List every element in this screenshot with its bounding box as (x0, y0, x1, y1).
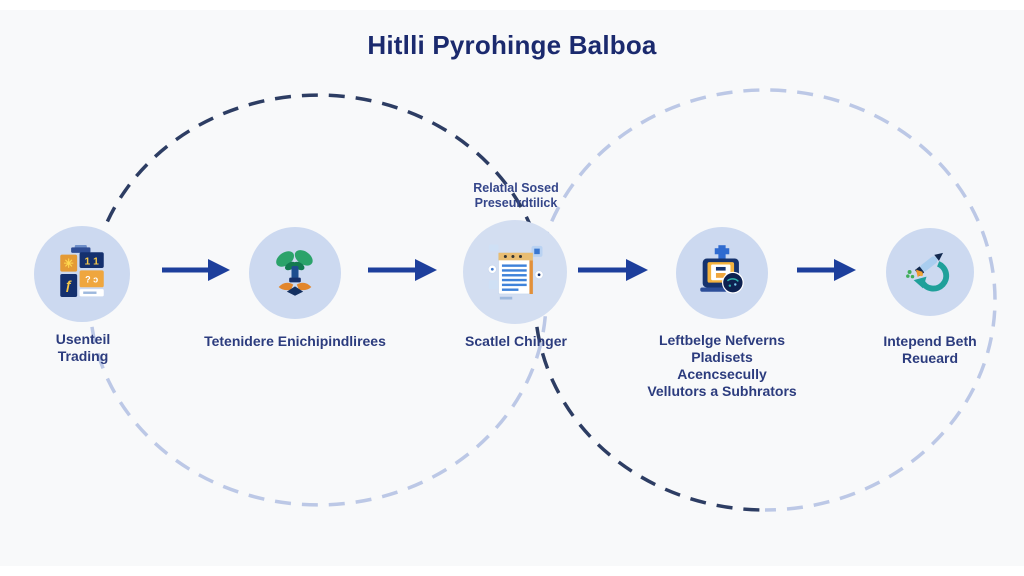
trading-dashboard-icon: ✳ 1 1 ƒ ? ɔ (60, 245, 104, 297)
annotation-line: Preseurdtilick (474, 196, 558, 210)
node-circle (249, 227, 341, 319)
flow-arrow-3 (578, 259, 648, 281)
node-circle: ✳ 1 1 ƒ ? ɔ (34, 226, 130, 322)
node-circle (676, 227, 768, 319)
node-label-line: Pladisets (691, 349, 753, 365)
node-label-line: Vellutors a Subhrators (647, 383, 797, 399)
node-label-line: Scatlel Chinger (465, 333, 567, 349)
flow-node-2 (249, 227, 341, 319)
flow-node-4 (676, 227, 768, 319)
node-label-line: Leftbelge Nefverns (658, 332, 786, 348)
node-label-line: Usenteil (55, 331, 111, 347)
node-label-3: Scatlel Chinger (435, 333, 597, 350)
document-window-icon (487, 244, 544, 300)
node-label-line: Trading (57, 348, 109, 364)
node-circle (886, 228, 974, 316)
machine-analytics-icon (700, 245, 744, 294)
flow-arrow-1 (162, 259, 230, 281)
node-circle (463, 220, 567, 324)
flow-arrow-2 (368, 259, 437, 281)
flow-node-5 (886, 228, 974, 316)
top-margin (0, 0, 1024, 10)
flow-arrow-4 (797, 259, 856, 281)
dashed-circle-right-main-arc (533, 88, 997, 512)
dashed-circle-left-bottom-arc (88, 299, 548, 507)
sprout-icon (276, 250, 313, 296)
node-label-line: Tetenidere Enichipindlirees (204, 333, 386, 349)
node-label-line: Intepend Beth (883, 333, 977, 349)
node-label-5: Intepend Beth Reueard (855, 333, 1005, 367)
svg-text:ƒ: ƒ (65, 278, 72, 293)
dashed-circle-left-top-arc (88, 93, 548, 301)
bottom-margin (0, 566, 1024, 576)
flow-node-1: ✳ 1 1 ƒ ? ɔ (34, 226, 130, 322)
dashed-circle-right-bottom-arc (533, 299, 766, 512)
node-label-4: Leftbelge Nefverns Pladisets Acencsecull… (620, 332, 824, 400)
center-node-annotation: Relatial Sosed Preseurdtilick (435, 181, 597, 211)
diagram-title: Hitlli Pyrohinge Balboa (367, 30, 657, 60)
flow-node-3 (463, 220, 567, 324)
renewal-arrow-icon (906, 252, 950, 292)
svg-text:? ɔ: ? ɔ (85, 274, 98, 284)
svg-text:1 1: 1 1 (85, 256, 100, 267)
node-label-2: Tetenidere Enichipindlirees (180, 333, 410, 350)
svg-text:✳: ✳ (64, 256, 74, 270)
node-label-1: Usenteil Trading (13, 331, 153, 365)
annotation-line: Relatial Sosed (473, 181, 559, 195)
node-label-line: Reueard (901, 350, 959, 366)
node-label-line: Acencsecully (677, 366, 767, 382)
